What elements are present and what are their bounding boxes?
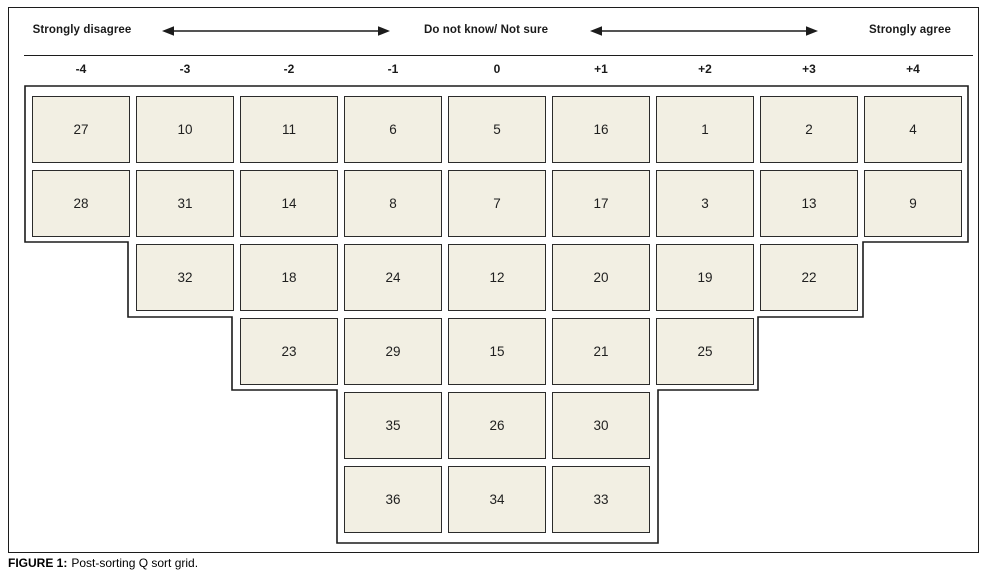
q-cell: 12 <box>448 244 546 311</box>
q-cell: 18 <box>240 244 338 311</box>
q-cell: 3 <box>656 170 754 237</box>
q-cell: 19 <box>656 244 754 311</box>
header-divider <box>24 55 973 56</box>
q-cell: 15 <box>448 318 546 385</box>
q-cell: 9 <box>864 170 962 237</box>
q-cell: 13 <box>760 170 858 237</box>
q-cell: 7 <box>448 170 546 237</box>
scale-value-label: 0 <box>493 62 501 76</box>
right-double-arrow-icon <box>590 26 818 36</box>
q-cell: 11 <box>240 96 338 163</box>
scale-value-label: +4 <box>906 62 920 76</box>
figure-caption-text: Post-sorting Q sort grid. <box>71 556 199 570</box>
scale-value-label: -1 <box>387 62 399 76</box>
q-cell: 4 <box>864 96 962 163</box>
scale-value-label: -3 <box>179 62 191 76</box>
figure-border <box>8 7 979 553</box>
q-cell: 16 <box>552 96 650 163</box>
q-cell: 31 <box>136 170 234 237</box>
scale-left-label: Strongly disagree <box>32 24 132 36</box>
scale-value-label: +1 <box>594 62 608 76</box>
scale-value-label: +2 <box>698 62 712 76</box>
q-cell: 25 <box>656 318 754 385</box>
left-double-arrow-icon <box>162 26 390 36</box>
q-cell: 6 <box>344 96 442 163</box>
q-cell: 30 <box>552 392 650 459</box>
q-cell: 8 <box>344 170 442 237</box>
q-cell: 23 <box>240 318 338 385</box>
q-cell: 33 <box>552 466 650 533</box>
q-cell: 36 <box>344 466 442 533</box>
figure-caption: FIGURE 1:Post-sorting Q sort grid. <box>8 556 198 570</box>
figure-caption-label: FIGURE 1: <box>8 556 68 570</box>
q-cell: 22 <box>760 244 858 311</box>
q-cell: 32 <box>136 244 234 311</box>
q-cell: 35 <box>344 392 442 459</box>
q-cell: 27 <box>32 96 130 163</box>
q-cell: 14 <box>240 170 338 237</box>
scale-value-label: -2 <box>283 62 295 76</box>
q-cell: 5 <box>448 96 546 163</box>
q-cell: 1 <box>656 96 754 163</box>
q-cell: 28 <box>32 170 130 237</box>
q-cell: 10 <box>136 96 234 163</box>
scale-value-label: -4 <box>75 62 87 76</box>
q-cell: 34 <box>448 466 546 533</box>
q-cell: 29 <box>344 318 442 385</box>
q-cell: 20 <box>552 244 650 311</box>
q-cell: 26 <box>448 392 546 459</box>
q-cell: 2 <box>760 96 858 163</box>
scale-value-label: +3 <box>802 62 816 76</box>
q-cell: 21 <box>552 318 650 385</box>
scale-right-label: Strongly agree <box>869 24 951 36</box>
q-cell: 24 <box>344 244 442 311</box>
scale-center-label: Do not know/ Not sure <box>423 24 549 36</box>
q-cell: 17 <box>552 170 650 237</box>
